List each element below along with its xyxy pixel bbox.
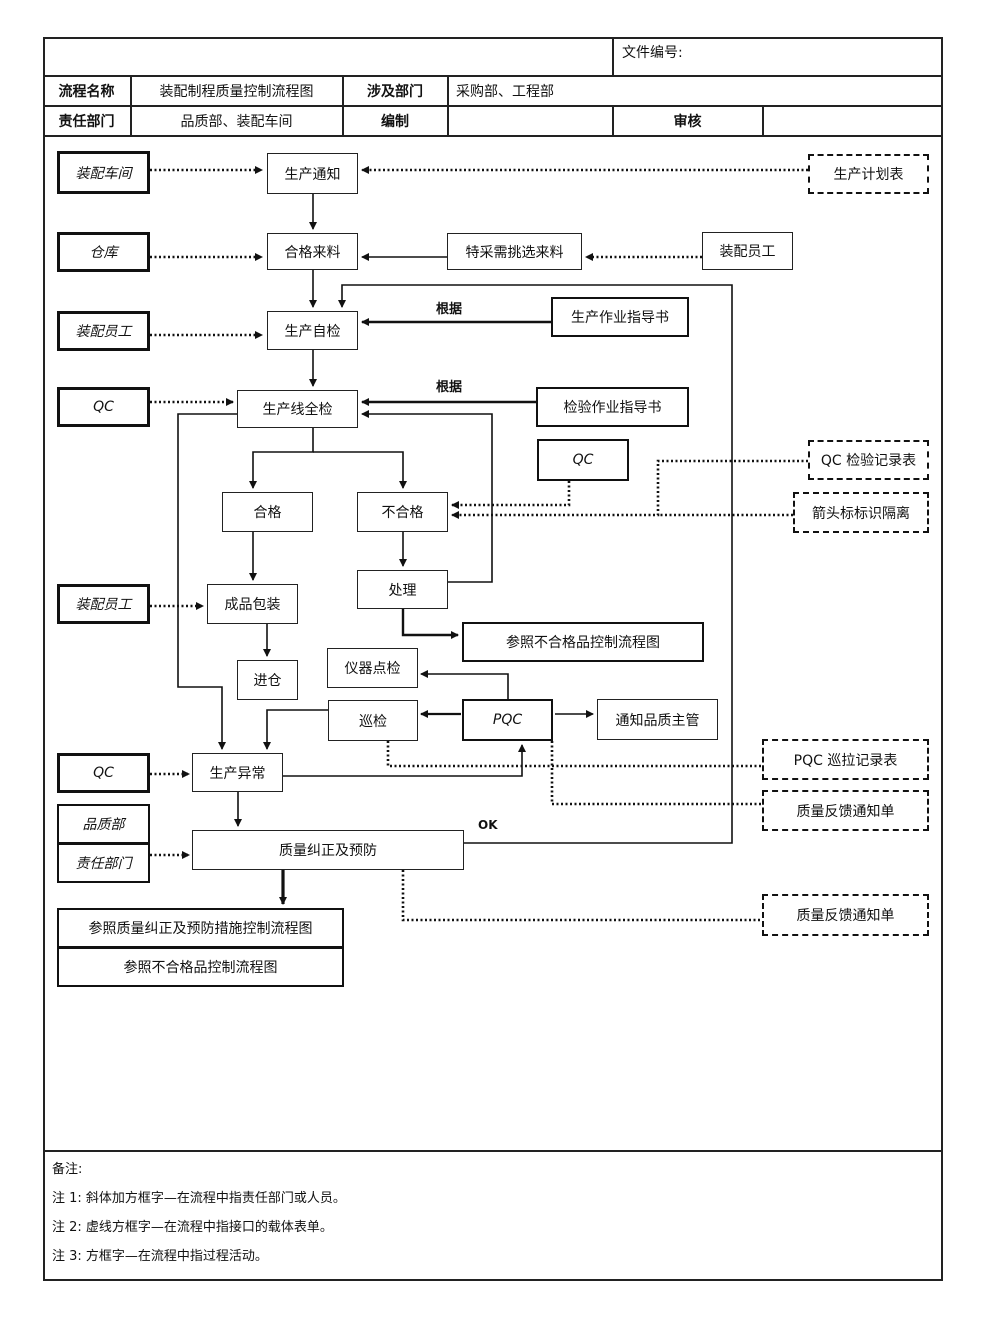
ok-label: OK <box>478 818 498 832</box>
resp-quality-dept: 品质部 <box>57 804 150 844</box>
resp-assembly-workshop: 装配车间 <box>57 151 150 194</box>
departments-value: 采购部、工程部 <box>456 84 554 100</box>
form-quality-feedback: 质量反馈通知单 <box>762 894 929 936</box>
process-name-label: 流程名称 <box>58 84 115 100</box>
activity-warehouse-in: 进仓 <box>237 660 298 700</box>
header-divider <box>612 37 614 75</box>
responsible-dept-value: 品质部、装配车间 <box>180 114 293 130</box>
activity-inspection-instruction: 检验作业指导书 <box>536 387 689 427</box>
responsible-dept-label: 责任部门 <box>58 114 115 130</box>
activity-fail: 不合格 <box>357 492 448 532</box>
doc-number-label: 文件编号: <box>622 45 683 61</box>
activity-pqc: PQC <box>462 699 553 741</box>
notes-block: 备注: 注 1: 斜体加方框字—在流程中指责任部门或人员。 注 2: 虚线方框字… <box>52 1158 346 1264</box>
resp-assembly-worker: 装配员工 <box>57 584 150 624</box>
basis-label: 根据 <box>436 302 463 317</box>
activity-ref-nonconforming-flow: 参照不合格品控制流程图 <box>462 622 704 662</box>
departments-label: 涉及部门 <box>367 84 423 100</box>
process-name-value: 装配制程质量控制流程图 <box>159 84 314 100</box>
activity-self-check: 生产自检 <box>267 311 358 350</box>
activity-handling: 处理 <box>357 570 448 609</box>
activity-assembly-worker: 装配员工 <box>702 232 793 270</box>
basis-label: 根据 <box>436 380 463 395</box>
header-line <box>43 135 943 137</box>
activity-packing: 成品包装 <box>207 584 298 624</box>
header-divider <box>612 105 614 135</box>
activity-quality-correction: 质量纠正及预防 <box>192 830 464 870</box>
note-3: 注 3: 方框字—在流程中指过程活动。 <box>52 1249 268 1264</box>
compiler-label: 编制 <box>381 114 409 130</box>
header-line <box>43 75 943 77</box>
resp-responsible-dept: 责任部门 <box>57 843 150 883</box>
activity-production-abnormal: 生产异常 <box>192 753 283 792</box>
activity-qualified-material: 合格来料 <box>267 233 358 270</box>
activity-production-notice: 生产通知 <box>267 153 358 194</box>
activity-instrument-check: 仪器点检 <box>327 648 418 688</box>
resp-warehouse: 仓库 <box>57 232 150 272</box>
form-arrow-label-isolation: 箭头标标识隔离 <box>793 492 929 533</box>
activity-notify-quality-supervisor: 通知品质主管 <box>597 699 718 740</box>
resp-assembly-worker: 装配员工 <box>57 311 150 351</box>
form-quality-feedback: 质量反馈通知单 <box>762 790 929 831</box>
activity-ref-nonconforming-flow: 参照不合格品控制流程图 <box>57 947 344 987</box>
resp-qc: QC <box>57 753 150 793</box>
resp-qc: QC <box>57 387 150 427</box>
activity-line-full-check: 生产线全检 <box>237 390 358 428</box>
form-pqc-record: PQC 巡拉记录表 <box>762 739 929 780</box>
activity-ref-corrective-flow: 参照质量纠正及预防措施控制流程图 <box>57 908 344 948</box>
activity-patrol-inspection: 巡检 <box>328 700 418 741</box>
note-1: 注 1: 斜体加方框字—在流程中指责任部门或人员。 <box>52 1191 346 1206</box>
header-divider <box>342 75 344 135</box>
header-divider <box>130 75 132 135</box>
notes-title: 备注: <box>52 1162 83 1177</box>
header-divider <box>762 105 764 135</box>
activity-pass: 合格 <box>222 492 313 532</box>
form-qc-record: QC 检验记录表 <box>808 440 929 480</box>
form-production-plan: 生产计划表 <box>808 154 929 194</box>
document-frame <box>43 37 943 1281</box>
note-2: 注 2: 虚线方框字—在流程中指接口的载体表单。 <box>52 1220 333 1235</box>
header-line <box>43 105 943 107</box>
activity-qc: QC <box>537 439 629 481</box>
activity-work-instruction: 生产作业指导书 <box>551 297 689 337</box>
header-line <box>43 1150 943 1152</box>
reviewer-label: 审核 <box>673 114 702 130</box>
activity-special-pick-material: 特采需挑选来料 <box>447 233 582 270</box>
header-divider <box>447 75 449 135</box>
